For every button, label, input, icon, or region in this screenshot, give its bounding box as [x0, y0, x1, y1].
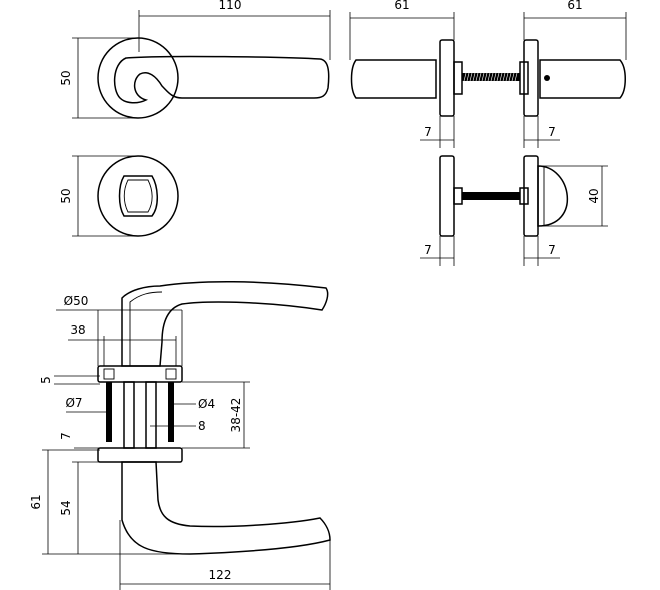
lower-lever-section	[121, 461, 331, 555]
upper-plate	[97, 365, 183, 383]
thread-mark	[478, 72, 482, 82]
left-rose-side	[439, 39, 455, 117]
dim-label-50b: 50	[59, 188, 73, 203]
upper-plate-detail	[165, 368, 177, 380]
threaded-spindle	[462, 72, 520, 82]
thread-mark	[463, 72, 467, 82]
upper-lever-inner	[129, 291, 163, 366]
lower-plate	[97, 447, 183, 463]
thread-mark	[496, 72, 500, 82]
dim-label-110: 110	[219, 0, 242, 12]
lever-side-view: 61 61 7 7	[349, 0, 627, 148]
escutcheon-side-view: 40 7 7	[420, 155, 608, 266]
upper-lever-section	[121, 280, 329, 367]
thread-mark	[511, 72, 515, 82]
dim-label-61-left: 61	[394, 0, 409, 12]
left-sleeve	[123, 381, 135, 449]
thread-mark	[481, 72, 485, 82]
escutcheon-spindle	[462, 192, 520, 200]
dim-label-54: 54	[59, 500, 73, 515]
dim-label-61: 61	[29, 494, 43, 509]
dim-label-dia50: Ø50	[64, 294, 89, 308]
thread-mark	[508, 72, 512, 82]
escutcheon-circle	[97, 155, 179, 237]
left-lever-side	[350, 59, 437, 99]
dim-label-7-left: 7	[424, 125, 432, 139]
thread-mark	[499, 72, 503, 82]
turn-knob	[118, 175, 158, 217]
thread-mark	[502, 72, 506, 82]
section-view: Ø50 38 5 Ø7 Ø4 8 38-42 7 61 54	[29, 280, 331, 590]
right-screw	[168, 382, 174, 442]
lever-front-shape	[113, 55, 330, 104]
left-escutcheon-side	[439, 155, 455, 237]
set-screw-icon	[544, 75, 550, 81]
right-rose-side	[523, 39, 539, 117]
escutcheon-front-view: 50	[59, 155, 179, 237]
thread-mark	[484, 72, 488, 82]
turn-knob-inner	[123, 179, 153, 213]
lever-front-view: 110 50	[59, 0, 331, 119]
dim-label-8: 8	[198, 419, 206, 433]
thread-mark	[466, 72, 470, 82]
dim-label-38: 38	[70, 323, 85, 337]
right-lever-side	[539, 59, 626, 99]
thread-mark	[514, 72, 518, 82]
dim-label-5: 5	[39, 376, 53, 384]
thread-mark	[505, 72, 509, 82]
thread-mark	[493, 72, 497, 82]
dim-label-7-bl: 7	[424, 243, 432, 257]
thread-mark	[469, 72, 473, 82]
dim-label-7-lower: 7	[59, 432, 73, 440]
right-sleeve	[145, 381, 157, 449]
left-escutcheon-neck	[453, 187, 463, 205]
left-neck	[453, 61, 463, 95]
thread-mark	[472, 72, 476, 82]
dim-label-dia4: Ø4	[198, 397, 215, 411]
dim-label-40: 40	[587, 188, 601, 203]
right-escutcheon-side	[523, 155, 539, 237]
dim-label-122: 122	[209, 568, 232, 582]
dim-label-61-right: 61	[567, 0, 582, 12]
rose-circle	[97, 37, 179, 119]
dim-label-7-br: 7	[548, 243, 556, 257]
dim-label-dia7: Ø7	[65, 396, 82, 410]
thread-mark	[487, 72, 491, 82]
upper-plate-detail	[103, 368, 115, 380]
thread-mark	[475, 72, 479, 82]
dim-label-50: 50	[59, 70, 73, 85]
spindle-core	[462, 73, 520, 81]
thread-mark	[490, 72, 494, 82]
dim-label-7-right: 7	[548, 125, 556, 139]
dim-label-38-42: 38-42	[229, 398, 243, 433]
turn-dome	[537, 165, 568, 227]
